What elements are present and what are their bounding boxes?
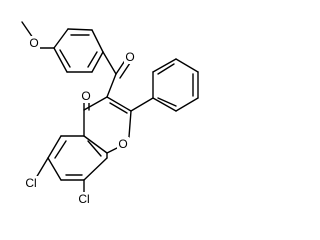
chloro-6-label: Cl: [25, 176, 36, 190]
phenyl-ring: [152, 58, 199, 112]
methoxy-oxygen-label: O: [29, 36, 38, 50]
anisyl-ring: [53, 28, 104, 73]
ring-oxygen-label: O: [118, 137, 127, 151]
bonds: [21, 21, 199, 194]
atom-labels: O O O O Cl Cl: [22, 36, 136, 206]
bond-c6-cl: [35, 157, 49, 179]
bond-ketone-c3: [106, 73, 117, 98]
chloro-8-label: Cl: [78, 192, 89, 206]
chemical-structure-diagram: O O O O Cl Cl: [21, 21, 199, 206]
bond-c2-phenyl: [130, 97, 154, 112]
bond-anisyl-ketone: [102, 51, 117, 75]
chromone-carbonyl-oxygen-label: O: [81, 89, 90, 103]
bond-methyl-o: [21, 21, 34, 39]
benzo-ring: [47, 135, 108, 181]
ketone-oxygen-label: O: [125, 50, 134, 64]
